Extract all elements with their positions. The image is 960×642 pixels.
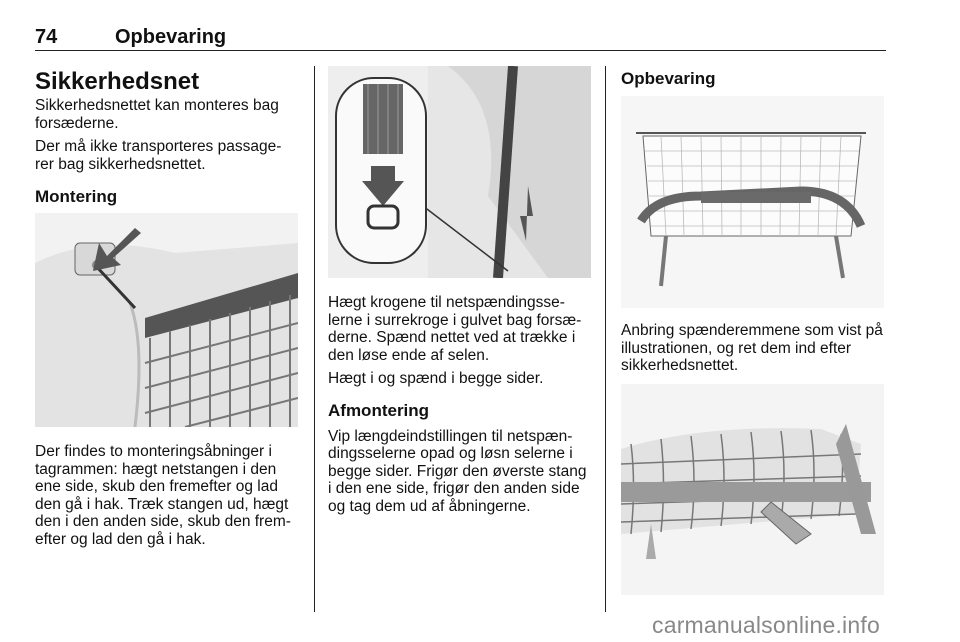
column-left-lower: Der findes to monteringsåbninger i tagra…	[35, 443, 301, 548]
column-right-lower: Anbring spænderemmene som vist på illust…	[621, 322, 887, 375]
paragraph: Vip længdeindstillingen til netspæn-ding…	[328, 427, 587, 515]
column-right: Opbevaring	[621, 68, 886, 90]
paragraph: Der må ikke transporteres passage-rer ba…	[35, 138, 282, 173]
illustration-storage	[621, 96, 884, 308]
subheading-opbevaring: Opbevaring	[621, 69, 716, 88]
page-header: 74 Opbevaring	[35, 26, 886, 51]
column-divider	[314, 66, 315, 612]
watermark: carmanualsonline.info	[652, 612, 880, 638]
paragraph: Anbring spænderemmene som vist på illust…	[621, 322, 883, 374]
illustration-net-mounting	[35, 213, 298, 427]
paragraph: Sikkerhedsnettet kan monteres bag forsæd…	[35, 97, 279, 132]
paragraph: Hægt krogene til netspændingsse-lerne i …	[328, 294, 582, 364]
subheading-montering: Montering	[35, 187, 118, 206]
paragraph: Hægt i og spænd i begge sider.	[328, 370, 544, 387]
illustration-rolled-net	[621, 384, 884, 595]
column-left: Sikkerhedsnet Sikkerhedsnettet kan monte…	[35, 68, 300, 208]
section-title: Sikkerhedsnet	[35, 68, 200, 95]
column-middle: Hægt krogene til netspændingsse-lerne i …	[328, 294, 594, 515]
illustration-floor-hook	[328, 66, 591, 278]
column-divider	[605, 66, 606, 612]
paragraph: Der findes to monteringsåbninger i tagra…	[35, 443, 291, 548]
page-number: 74	[35, 26, 58, 48]
subheading-afmontering: Afmontering	[328, 400, 430, 420]
chapter-title: Opbevaring	[115, 26, 227, 48]
